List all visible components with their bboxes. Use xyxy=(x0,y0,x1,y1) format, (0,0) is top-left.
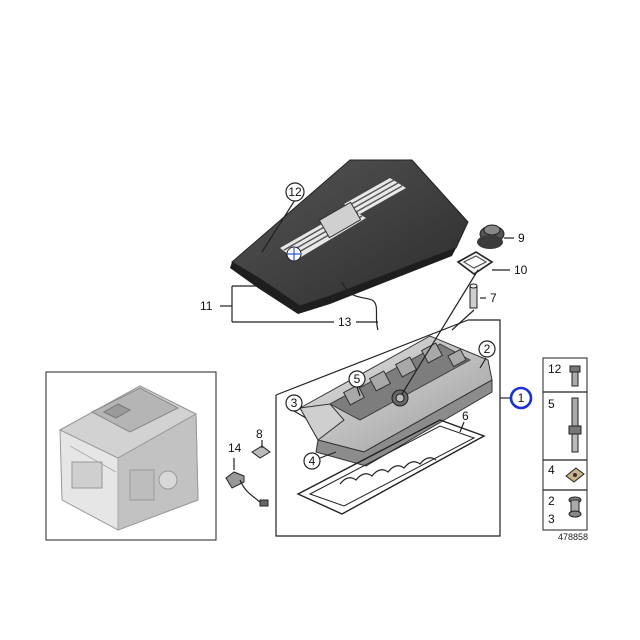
pin-part-7 xyxy=(469,283,478,309)
callout-7[interactable]: 7 xyxy=(480,291,497,305)
legend-row-4: 4 xyxy=(548,463,555,477)
svg-text:14: 14 xyxy=(228,441,242,455)
cover-logo-quadrant xyxy=(287,247,301,261)
clip-part-8 xyxy=(251,440,271,459)
callout-8[interactable]: 8 xyxy=(256,427,263,441)
callout-9[interactable]: 9 xyxy=(504,231,525,245)
legend-row-2: 2 xyxy=(548,494,555,508)
diagram-id: 478858 xyxy=(558,532,588,542)
cap-part-9 xyxy=(477,224,505,249)
svg-text:12: 12 xyxy=(288,185,302,199)
callout-6[interactable]: 6 xyxy=(459,409,469,433)
callout-12[interactable]: 12 xyxy=(261,182,305,253)
engine-cover xyxy=(230,159,469,314)
gasket-part-10 xyxy=(456,251,494,275)
hardware-legend: 12 5 4 2 3 xyxy=(542,357,588,531)
gasket-part-6 xyxy=(296,419,486,515)
svg-text:6: 6 xyxy=(462,409,469,423)
pointer-line-10 xyxy=(401,269,479,395)
svg-text:8: 8 xyxy=(256,427,263,441)
callout-5[interactable]: 5 xyxy=(348,370,366,397)
callout-14[interactable]: 14 xyxy=(228,441,242,455)
callout-11[interactable]: 11 xyxy=(200,285,334,323)
svg-text:4: 4 xyxy=(309,454,316,468)
callout-1-highlighted[interactable]: 1 xyxy=(500,386,533,410)
legend-screw-12 xyxy=(569,365,581,387)
valve-cover-part-1 xyxy=(299,335,493,467)
svg-text:1: 1 xyxy=(518,391,525,405)
valve-cover-assembly-frame xyxy=(275,319,501,537)
callout-13[interactable]: 13 xyxy=(338,315,378,329)
svg-text:7: 7 xyxy=(490,291,497,305)
svg-text:11: 11 xyxy=(200,299,213,313)
legend-row-3: 3 xyxy=(548,512,555,526)
callout-10[interactable]: 10 xyxy=(492,263,528,277)
legend-nut-4 xyxy=(565,467,585,483)
legend-bolt-5 xyxy=(568,397,582,453)
sensor-lead-part-14 xyxy=(225,458,269,507)
svg-text:2: 2 xyxy=(484,342,491,356)
cable-part-13 xyxy=(341,281,379,331)
svg-text:10: 10 xyxy=(514,263,528,277)
svg-text:5: 5 xyxy=(354,372,361,386)
legend-row-5: 5 xyxy=(548,397,555,411)
svg-text:3: 3 xyxy=(291,396,298,410)
callout-4[interactable]: 4 xyxy=(303,451,337,470)
svg-text:13: 13 xyxy=(338,315,352,329)
legend-grommet-2-3 xyxy=(568,496,582,518)
callout-3[interactable]: 3 xyxy=(285,394,307,419)
callout-2[interactable]: 2 xyxy=(478,340,496,369)
legend-row-12: 12 xyxy=(548,362,562,376)
pointer-line-7 xyxy=(451,309,475,331)
engine-overview-inset xyxy=(45,371,217,541)
svg-text:9: 9 xyxy=(518,231,525,245)
